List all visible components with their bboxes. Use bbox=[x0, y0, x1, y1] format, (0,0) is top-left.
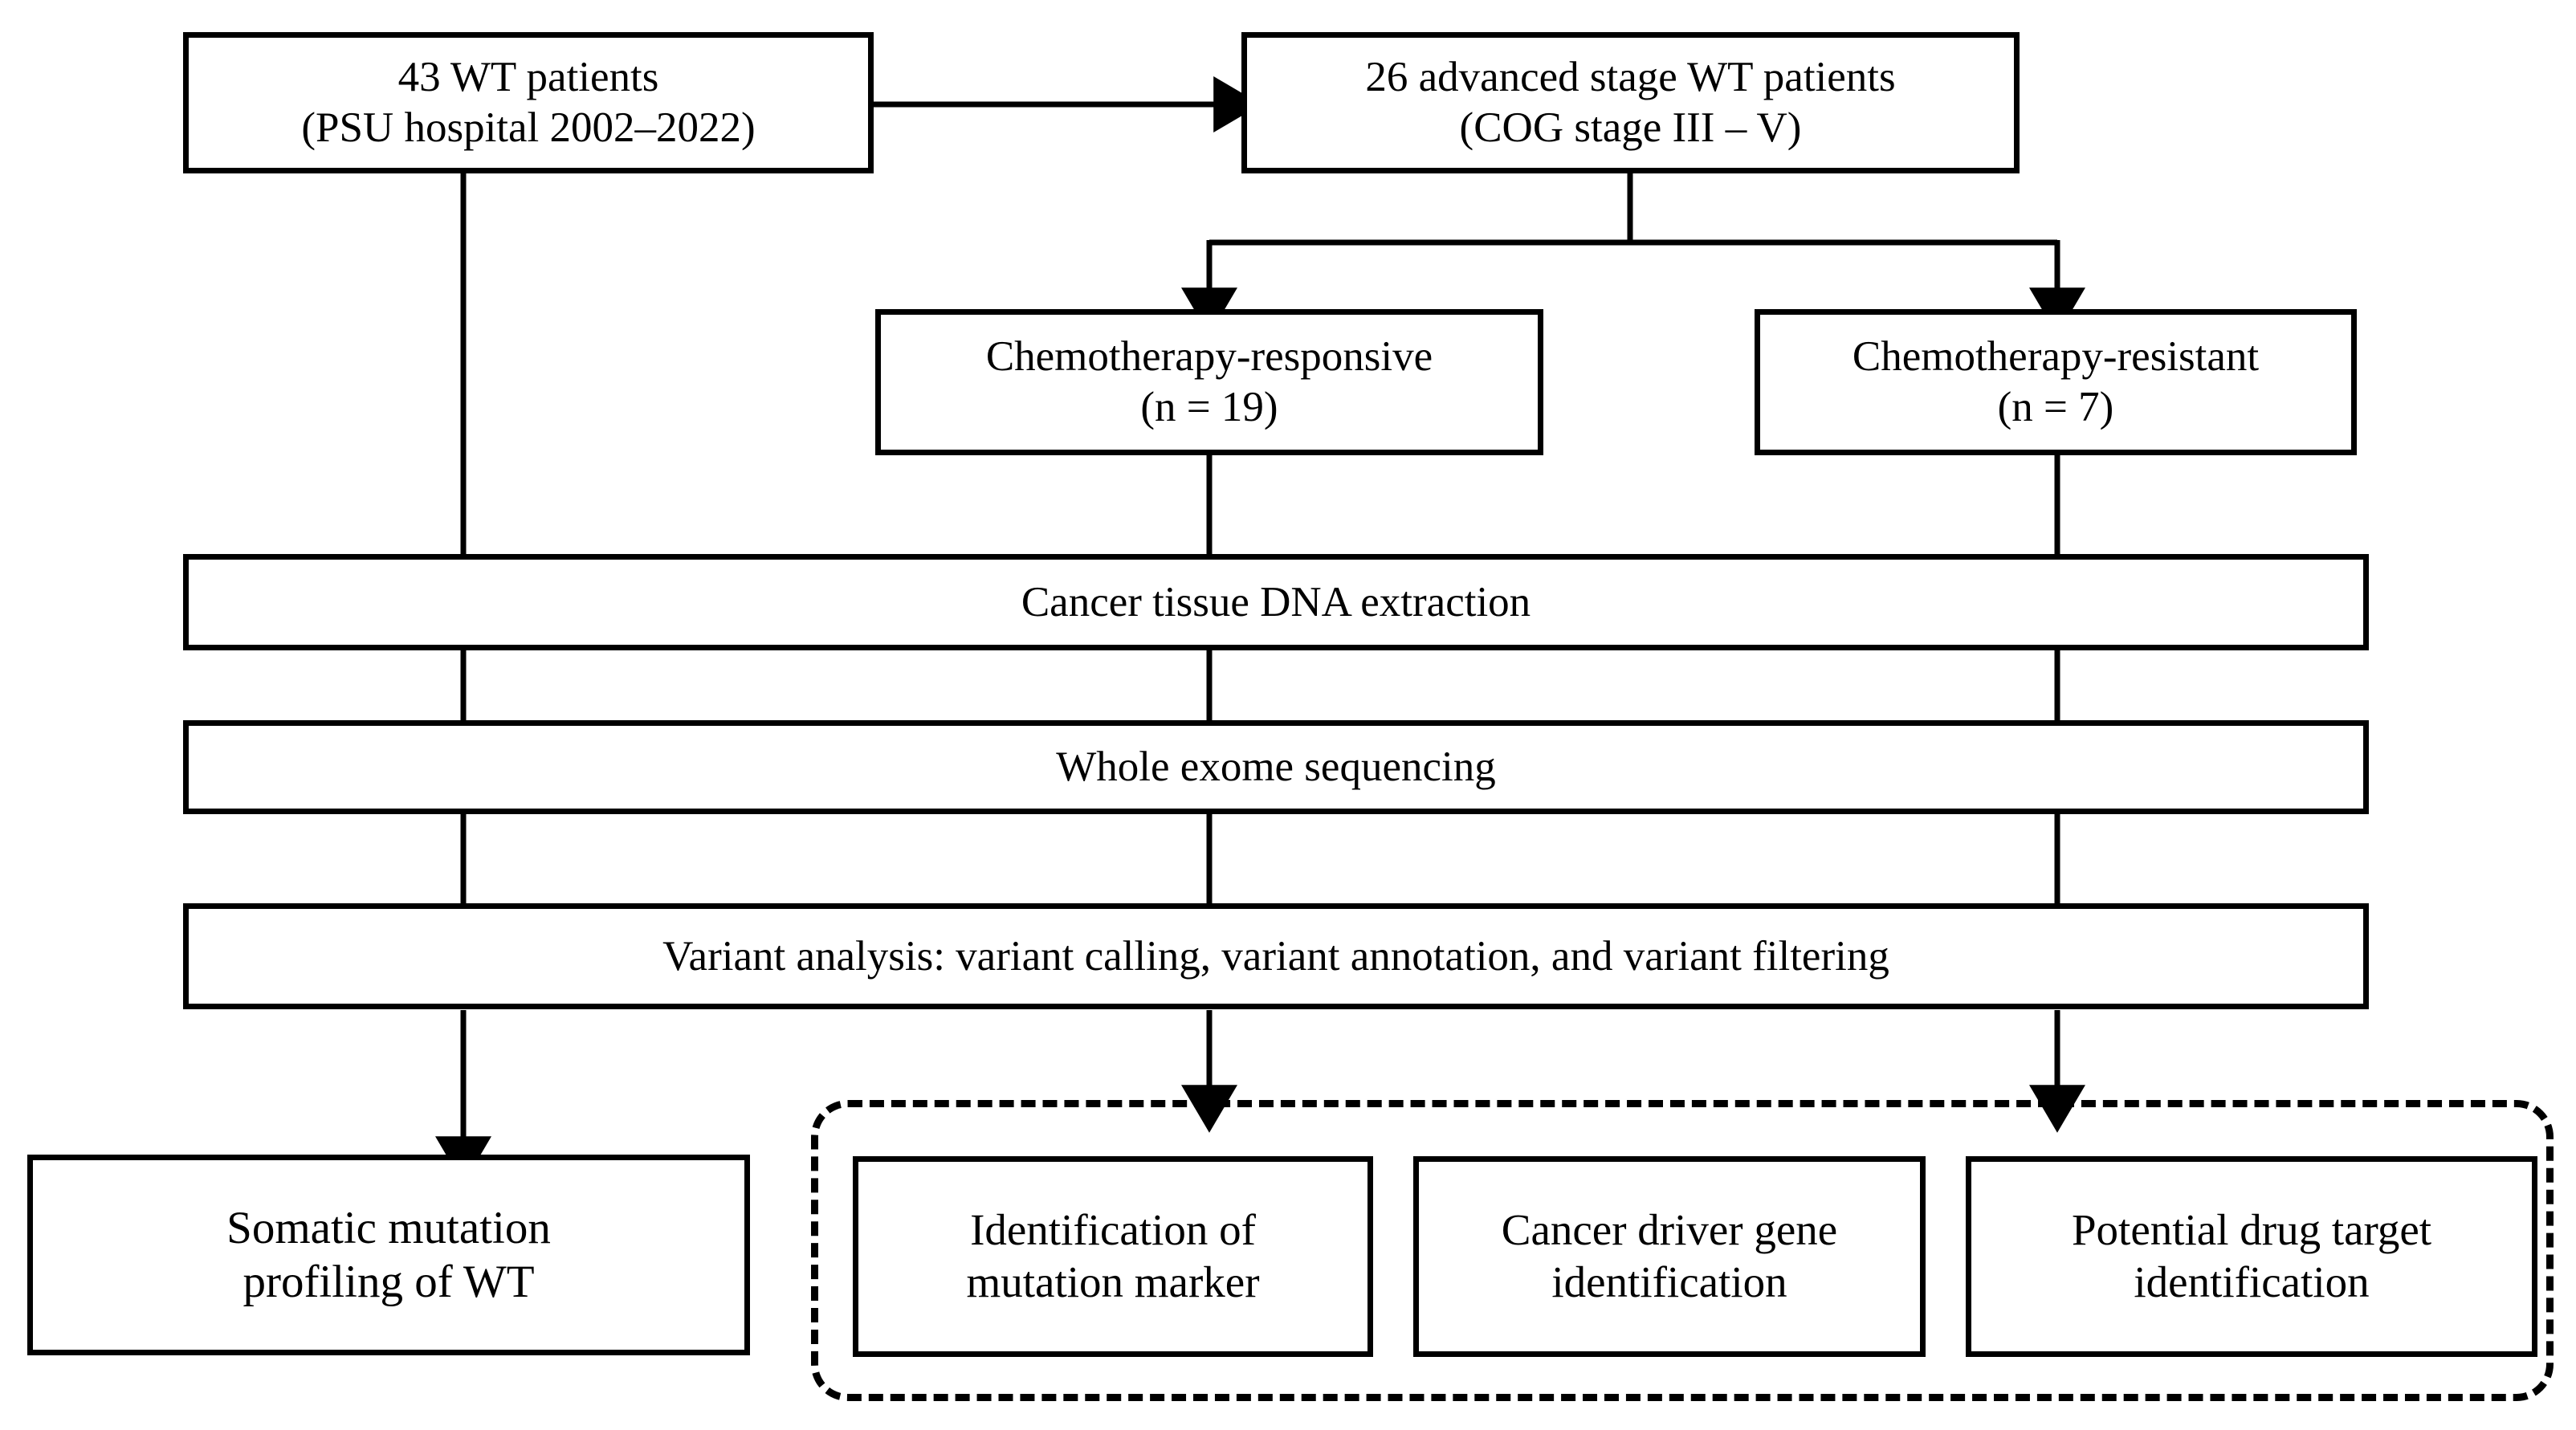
node-somatic-mutation-profiling[interactable]: Somatic mutation profiling of WT bbox=[27, 1155, 750, 1355]
node-variant-analysis[interactable]: Variant analysis: variant calling, varia… bbox=[183, 903, 2369, 1009]
node-variant-analysis-label: Variant analysis: variant calling, varia… bbox=[662, 932, 1889, 980]
outputs-dashed-group bbox=[811, 1100, 2554, 1401]
node-dna-extraction[interactable]: Cancer tissue DNA extraction bbox=[183, 554, 2369, 650]
node-potential-drug-target-identification[interactable]: Potential drug target identification bbox=[1966, 1156, 2537, 1357]
node-mutation-marker-identification[interactable]: Identification of mutation marker bbox=[853, 1156, 1373, 1357]
node-advanced-stage[interactable]: 26 advanced stage WT patients (COG stage… bbox=[1241, 32, 2020, 173]
node-cancer-driver-gene-identification-label: Cancer driver gene identification bbox=[1501, 1205, 1838, 1306]
node-chemotherapy-resistant-label: Chemotherapy-resistant (n = 7) bbox=[1852, 333, 2260, 430]
node-chemotherapy-responsive-label: Chemotherapy-responsive (n = 19) bbox=[985, 333, 1433, 430]
node-chemotherapy-responsive[interactable]: Chemotherapy-responsive (n = 19) bbox=[875, 309, 1543, 455]
node-potential-drug-target-identification-label: Potential drug target identification bbox=[2071, 1205, 2432, 1306]
node-mutation-marker-identification-label: Identification of mutation marker bbox=[966, 1205, 1260, 1306]
node-chemotherapy-resistant[interactable]: Chemotherapy-resistant (n = 7) bbox=[1755, 309, 2357, 455]
node-advanced-stage-label: 26 advanced stage WT patients (COG stage… bbox=[1365, 54, 1896, 151]
node-dna-extraction-label: Cancer tissue DNA extraction bbox=[1021, 578, 1531, 625]
node-whole-exome-sequencing-label: Whole exome sequencing bbox=[1056, 744, 1496, 791]
node-cohort[interactable]: 43 WT patients (PSU hospital 2002–2022) bbox=[183, 32, 874, 173]
node-cancer-driver-gene-identification[interactable]: Cancer driver gene identification bbox=[1413, 1156, 1926, 1357]
node-whole-exome-sequencing[interactable]: Whole exome sequencing bbox=[183, 720, 2369, 814]
node-somatic-mutation-profiling-label: Somatic mutation profiling of WT bbox=[226, 1202, 551, 1307]
node-cohort-label: 43 WT patients (PSU hospital 2002–2022) bbox=[301, 54, 756, 151]
